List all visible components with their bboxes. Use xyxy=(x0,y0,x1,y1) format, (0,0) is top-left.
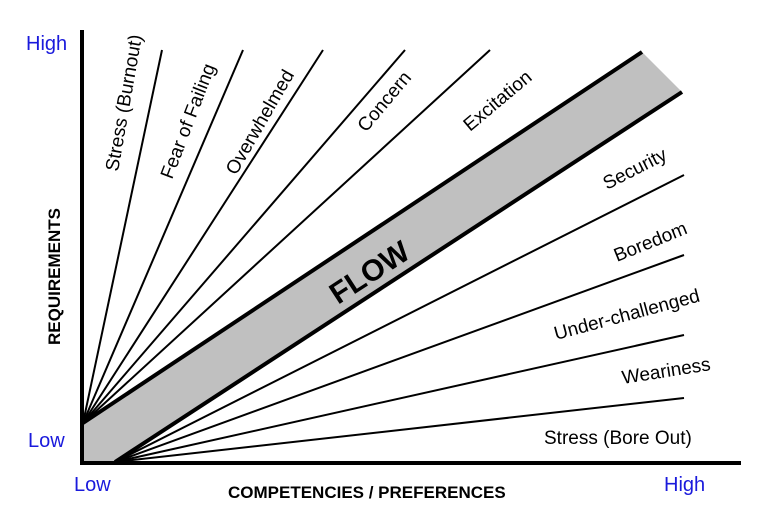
zone-overwhelmed: Overwhelmed xyxy=(222,66,299,178)
flow-band xyxy=(83,52,682,462)
line-excitation xyxy=(82,49,491,424)
x-axis-title: COMPETENCIES / PREFERENCES xyxy=(228,483,506,502)
zone-excitation: Excitation xyxy=(460,67,537,136)
zone-fear-of-failing: Fear of Failing xyxy=(157,61,220,182)
line-concern xyxy=(82,49,406,424)
line-weariness xyxy=(114,397,685,463)
x-low-label: Low xyxy=(74,474,111,496)
line-fear xyxy=(82,49,244,424)
line-security xyxy=(114,174,685,463)
line-overwhelmed xyxy=(82,49,324,424)
line-burnout xyxy=(82,49,163,424)
y-low-label: Low xyxy=(28,430,65,452)
zone-weariness: Weariness xyxy=(620,354,712,389)
flow-lower-edge xyxy=(113,90,684,464)
flow-upper-edge xyxy=(81,50,644,425)
line-underchallenged xyxy=(114,334,685,463)
zone-boredom: Boredom xyxy=(611,218,690,266)
zone-stress-boreout: Stress (Bore Out) xyxy=(544,428,692,449)
line-boredom xyxy=(114,254,685,463)
upper-fan-lines xyxy=(82,49,491,424)
x-high-label: High xyxy=(664,474,705,496)
y-high-label: High xyxy=(26,33,67,55)
lower-fan-lines xyxy=(114,174,685,463)
y-axis-title: REQUIREMENTS xyxy=(45,208,64,345)
